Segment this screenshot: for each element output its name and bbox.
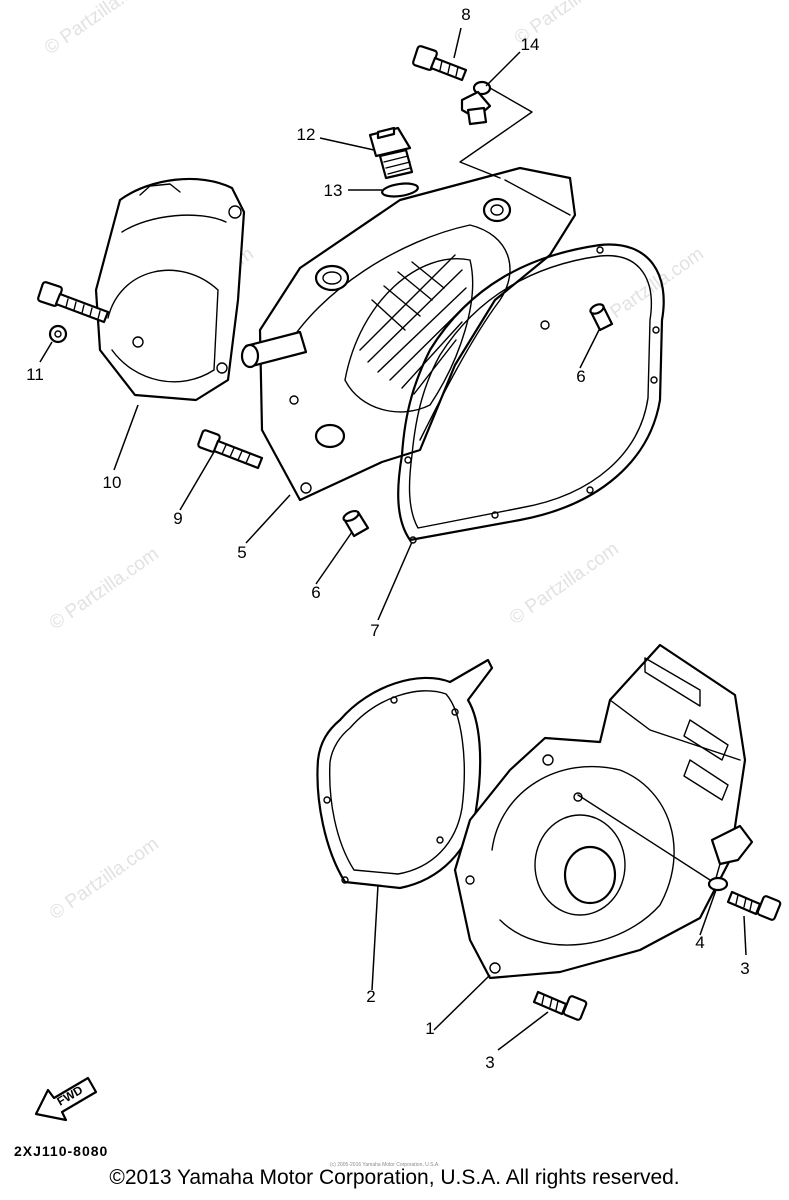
part-10-outer-cover xyxy=(94,177,246,402)
part-11-bolt-washer xyxy=(37,281,110,344)
part-4-clamp xyxy=(707,824,754,892)
watermark: © Partzilla.com xyxy=(46,543,163,634)
watermark: © Partzilla.com xyxy=(46,833,163,924)
leader-12 xyxy=(319,137,375,151)
part-9-bolt xyxy=(197,429,264,470)
part-3-bolt-lower xyxy=(532,990,588,1021)
callout-4: 4 xyxy=(695,933,704,952)
callout-5: 5 xyxy=(237,543,246,562)
leader-3-upper xyxy=(743,915,747,956)
leader-9 xyxy=(179,451,215,511)
leader-1 xyxy=(433,974,491,1031)
leader-3-lower xyxy=(497,1011,549,1051)
callout-6-lower: 6 xyxy=(311,583,320,602)
part-5-crankcase-cover xyxy=(240,166,577,502)
callout-6-upper: 6 xyxy=(576,367,585,386)
copyright-notice: ©2013 Yamaha Motor Corporation, U.S.A. A… xyxy=(109,1166,680,1189)
callout-1: 1 xyxy=(425,1019,434,1038)
callout-labels: 8 14 12 13 11 10 9 5 6 6 7 2 1 3 4 3 xyxy=(26,5,750,1072)
leader-lines xyxy=(39,27,747,1051)
tiny-notice: (c) 2005-2016 Yamaha Motor Corporation, … xyxy=(330,1162,440,1168)
leader-4 xyxy=(699,889,717,936)
callout-12: 12 xyxy=(297,125,316,144)
callout-7: 7 xyxy=(370,621,379,640)
callout-2: 2 xyxy=(366,987,375,1006)
part-13-o-ring xyxy=(381,182,419,198)
leader-6-upper xyxy=(579,327,601,369)
leader-14 xyxy=(485,51,521,87)
callout-8: 8 xyxy=(461,5,470,24)
callout-3-lower: 3 xyxy=(485,1053,494,1072)
leader-11 xyxy=(39,341,53,363)
leader-8 xyxy=(453,27,462,59)
watermark: © Partzilla.com xyxy=(506,538,623,629)
part-6-dowel-upper xyxy=(589,303,614,332)
leader-6-lower xyxy=(315,531,353,585)
callout-9: 9 xyxy=(173,509,182,528)
callout-11: 11 xyxy=(26,365,44,384)
leader-7 xyxy=(377,541,413,621)
part-1-generator-cover xyxy=(453,643,747,980)
callout-14: 14 xyxy=(521,35,540,54)
leader-2 xyxy=(371,884,379,991)
leader-10 xyxy=(113,404,139,471)
watermark: © Partzilla.com xyxy=(41,0,158,59)
callout-3-upper: 3 xyxy=(740,959,749,978)
part-7-gasket-upper xyxy=(397,243,665,544)
part-12-plug xyxy=(368,126,414,180)
fwd-arrow-icon: FWD xyxy=(34,1076,98,1122)
callout-10: 10 xyxy=(103,473,122,492)
callout-13: 13 xyxy=(324,181,343,200)
assembly-line-4 xyxy=(577,794,711,881)
leader-5 xyxy=(245,494,291,544)
drawing-code: 2XJ110-8080 xyxy=(14,1143,109,1159)
assembly-line-14 xyxy=(459,87,533,179)
part-6-dowel-lower xyxy=(342,509,370,538)
part-14-clamp xyxy=(460,80,492,126)
part-8-bolt xyxy=(412,45,468,82)
part-3-bolt-upper xyxy=(726,890,782,921)
